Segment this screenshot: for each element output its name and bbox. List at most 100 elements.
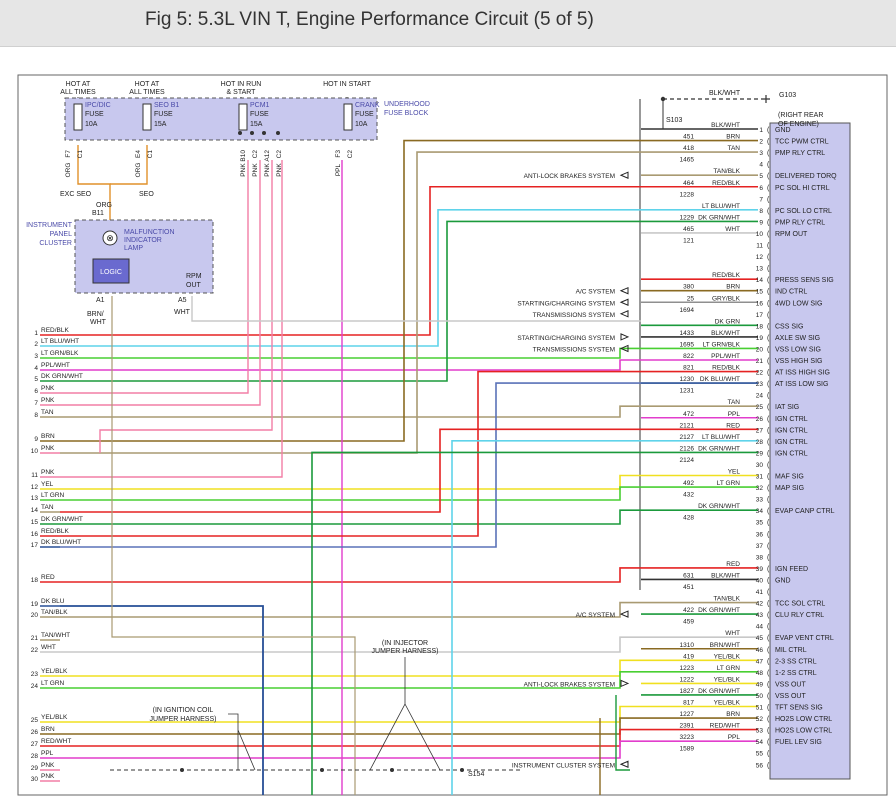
circuit-id: 817 <box>683 700 694 707</box>
wire-color-label: WHT <box>725 226 740 233</box>
pcm-function-label: MAP SIG <box>775 485 804 492</box>
fuse-rating: 15A <box>154 121 167 128</box>
seo-label: SEO <box>139 191 154 198</box>
circuit-id: 821 <box>683 365 694 372</box>
wire-color-label: LT GRN <box>41 492 65 499</box>
pcm-pin-bracket: ( <box>767 705 770 712</box>
pcm-pin-bracket: ( <box>767 693 770 700</box>
fuse-symbol <box>73 103 83 131</box>
harness-note: JUMPER HARNESS) <box>372 648 439 655</box>
wire-color-label: TAN <box>41 409 54 416</box>
pcm-function-label: IGN CTRL <box>775 450 808 457</box>
pcm-pin-bracket: ( <box>767 543 770 550</box>
pcm-pin-number: 52 <box>756 716 764 723</box>
connector-pin-label: F3 <box>335 150 342 158</box>
pcm-pin-number: 4 <box>759 162 763 169</box>
wire-color-label: LT GRN/BLK <box>41 350 79 357</box>
fuse-rating: 10A <box>85 121 98 128</box>
wire-color-label: PPL/WHT <box>41 362 70 369</box>
pcm-pin-number: 33 <box>756 497 764 504</box>
pcm-function-label: PRESS SENS SIG <box>775 277 834 284</box>
pcm-pin-number: 9 <box>759 219 763 226</box>
pcm-pin-number: 55 <box>756 751 764 758</box>
circuit-id: 464 <box>683 180 694 187</box>
wire-color-label: BRN <box>726 284 740 291</box>
splice-dot <box>262 131 266 135</box>
wire-color-label: BRN <box>41 433 55 440</box>
circuit-id: 2127 <box>680 434 695 441</box>
circuit-wire <box>60 636 641 653</box>
connector-pin-label: F7 <box>65 150 72 158</box>
splice-dot <box>320 768 324 772</box>
pcm-function-label: PMP RLY CTRL <box>775 219 825 226</box>
circuit-id: 25 <box>687 295 695 302</box>
circuit-id: 1694 <box>680 307 695 314</box>
ipc-label: INSTRUMENT <box>26 222 73 229</box>
pcm-pin-bracket: ( <box>767 266 770 273</box>
header-bar: Fig 5: 5.3L VIN T, Engine Performance Ci… <box>0 0 896 47</box>
wire-color-label: TAN/BLK <box>41 609 68 616</box>
wire-color-label: PNK <box>276 163 283 177</box>
wire-dkblu <box>60 605 264 795</box>
wire-color-label: GRY/BLK <box>712 295 741 302</box>
pcm-pin-bracket: ( <box>767 300 770 307</box>
harness-row-number: 3 <box>34 353 38 360</box>
pcm-function-label: VSS LOW SIG <box>775 346 821 353</box>
harness-row-number: 2 <box>34 341 38 348</box>
wire-color-label: LT BLU/WHT <box>702 203 740 210</box>
wire-color-label: DK BLU <box>41 598 65 605</box>
connector-pin-label: C2 <box>252 150 259 159</box>
pcm-pin-bracket: ( <box>767 219 770 226</box>
hot-label: HOT AT <box>135 81 160 88</box>
pcm-pin-number: 7 <box>759 196 763 203</box>
wire-color-label: TAN/WHT <box>41 632 70 639</box>
wire-color-label: DK GRN <box>715 318 741 325</box>
pcm-pin-number: 49 <box>756 681 764 688</box>
circuit-wire <box>60 671 641 689</box>
circuit-id: 428 <box>683 515 694 522</box>
wire-pnk <box>60 160 283 478</box>
circuit-id: 472 <box>683 411 694 418</box>
pcm-pin-bracket: ( <box>767 393 770 400</box>
pcm-pin-bracket: ( <box>767 739 770 746</box>
circuit-wire <box>60 728 641 747</box>
pcm-function-label: AT ISS LOW SIG <box>775 381 828 388</box>
pcm-pin-number: 46 <box>756 647 764 654</box>
connector-pin-label: B10 <box>240 150 247 162</box>
pcm-function-label: GND <box>775 127 791 134</box>
wire-color-label: BLK/WHT <box>711 122 740 129</box>
wire-color-label: PNK <box>240 163 247 177</box>
wire-color-label: WHT <box>725 630 740 637</box>
pcm-pin-bracket: ( <box>767 658 770 665</box>
system-label: STARTING/CHARGING SYSTEM <box>517 335 615 342</box>
pcm-pin-bracket: ( <box>767 589 770 596</box>
wire-color-label: DK GRN/WHT <box>698 688 740 695</box>
fuse-rating: 10A <box>355 121 368 128</box>
leader-line <box>228 713 256 771</box>
pcm-pin-bracket: ( <box>767 162 770 169</box>
circuit-wire <box>60 567 641 583</box>
splice-dot <box>180 768 184 772</box>
wire-color-label: BLK/WHT <box>709 90 741 97</box>
splice-dot <box>250 131 254 135</box>
wire-color-label: PNK <box>41 469 55 476</box>
pcm-pin-bracket: ( <box>767 485 770 492</box>
pcm-pin-bracket: ( <box>767 624 770 631</box>
pcm-pin-number: 53 <box>756 728 764 735</box>
wire-color-label: TAN/BLK <box>713 168 740 175</box>
pcm-pin-number: 16 <box>756 300 764 307</box>
splice-dot <box>460 768 464 772</box>
circuit-id: 121 <box>683 238 694 245</box>
circuit-id: 1223 <box>680 665 695 672</box>
circuit-id: 1229 <box>680 214 695 221</box>
circuit-wire <box>60 347 641 359</box>
connector-pin-label: E4 <box>135 150 142 158</box>
harness-row-number: 16 <box>31 531 39 538</box>
fuse-block-label: FUSE BLOCK <box>384 110 429 117</box>
hot-label: HOT IN RUN <box>221 81 262 88</box>
wire-org <box>77 145 111 190</box>
pcm-pin-number: 14 <box>756 277 764 284</box>
system-label: ANTI-LOCK BRAKES SYSTEM <box>524 173 615 180</box>
circuit-id: 380 <box>683 284 694 291</box>
fuse-name: SEO B1 <box>154 102 179 109</box>
